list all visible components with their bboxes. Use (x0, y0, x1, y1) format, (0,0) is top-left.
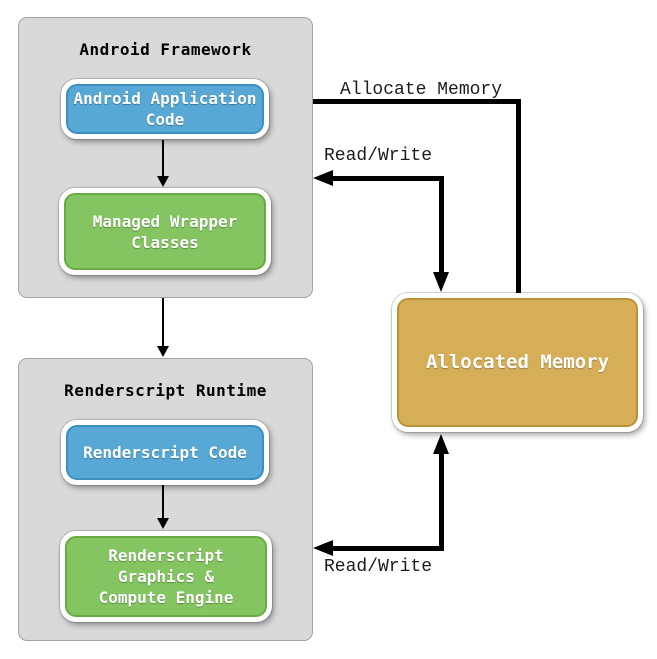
renderscript-runtime-container: Renderscript Runtime Renderscript Code R… (18, 358, 313, 641)
android-application-code-box: Android Application Code (61, 79, 269, 139)
arrow-rscode-to-engine-head-icon (157, 518, 169, 529)
read-write-bottom-line-horizontal (331, 546, 444, 551)
arrow-appcode-to-wrapper-line (162, 140, 164, 178)
renderscript-code-label: Renderscript Code (83, 443, 247, 462)
read-write-top-left-arrowhead-icon (313, 170, 333, 186)
arrow-framework-to-runtime-head-icon (157, 346, 169, 357)
managed-wrapper-classes-box: Managed Wrapper Classes (59, 188, 271, 275)
arrow-appcode-to-wrapper-head-icon (157, 176, 169, 187)
allocated-memory-label: Allocated Memory (425, 351, 610, 373)
arrow-framework-to-runtime-line (162, 298, 164, 348)
read-write-bottom-line-vertical (439, 452, 444, 551)
allocated-memory-box: Allocated Memory (392, 293, 643, 432)
allocate-memory-edge-label: Allocate Memory (340, 80, 503, 100)
read-write-bottom-left-arrowhead-icon (313, 540, 333, 556)
read-write-top-line-vertical (439, 176, 444, 274)
managed-wrapper-classes-label: Managed Wrapper Classes (92, 211, 238, 252)
read-write-top-down-arrowhead-icon (433, 272, 449, 292)
allocate-memory-line-horizontal (313, 99, 521, 104)
read-write-top-edge-label: Read/Write (324, 146, 433, 166)
android-framework-title: Android Framework (79, 40, 252, 59)
allocate-memory-line-vertical (516, 99, 521, 293)
renderscript-code-box: Renderscript Code (61, 420, 269, 485)
renderscript-engine-box: Renderscript Graphics & Compute Engine (60, 531, 272, 622)
arrow-rscode-to-engine-line (162, 485, 164, 520)
read-write-bottom-up-arrowhead-icon (433, 434, 449, 454)
renderscript-runtime-title: Renderscript Runtime (64, 381, 267, 400)
renderscript-engine-label: Renderscript Graphics & Compute Engine (98, 546, 234, 607)
read-write-top-line-horizontal (331, 176, 444, 181)
read-write-bottom-edge-label: Read/Write (324, 557, 433, 577)
android-framework-container: Android Framework Android Application Co… (18, 17, 313, 298)
android-application-code-label: Android Application Code (73, 89, 257, 129)
